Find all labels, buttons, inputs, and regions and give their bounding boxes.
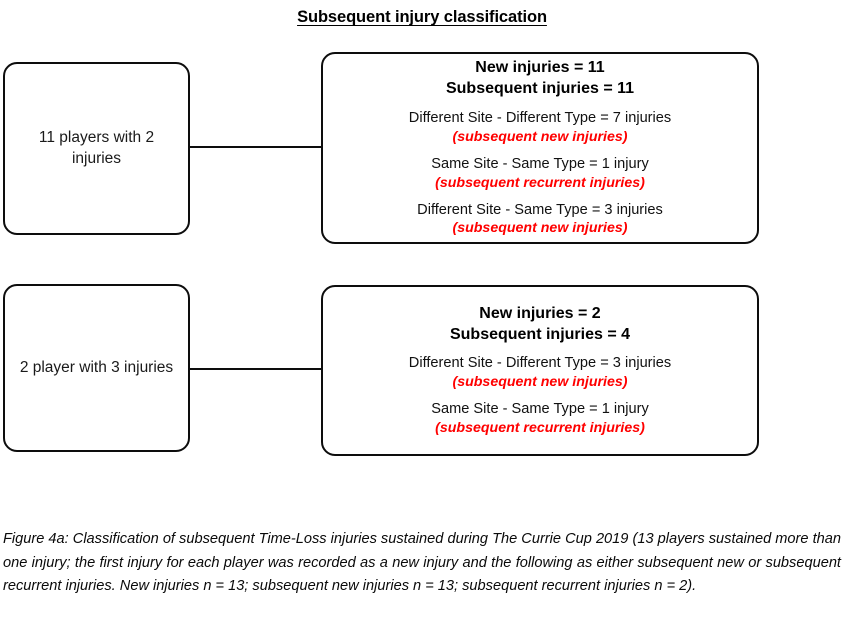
detail-sub-row-1-item-1: (subsequent new injuries) [452, 128, 628, 145]
right-box-headline-row-1: New injuries = 11 Subsequent injuries = … [446, 58, 634, 100]
connector-line-row-2 [189, 368, 322, 370]
left-box-label-row-1: 11 players with 2 injuries [38, 129, 155, 167]
detail-main-row-2-item-2: Same Site - Same Type = 1 injury [431, 401, 649, 418]
detail-main-row-1-item-1: Different Site - Different Type = 7 inju… [408, 110, 672, 127]
left-box-row-1: 11 players with 2 injuries [3, 62, 190, 235]
right-box-row-1: New injuries = 11 Subsequent injuries = … [321, 52, 759, 244]
headline-subsequent-injuries-row-1: Subsequent injuries = 11 [445, 80, 635, 98]
left-box-label-row-2: 2 player with 3 injuries [19, 358, 174, 376]
headline-new-injuries-row-2: New injuries = 2 [479, 304, 601, 322]
detail-group-row-1-item-2: Same Site - Same Type = 1 injury (subseq… [431, 155, 649, 192]
connector-line-row-1 [189, 146, 322, 148]
detail-group-row-1-item-1: Different Site - Different Type = 7 inju… [409, 109, 671, 146]
detail-main-row-1-item-2: Same Site - Same Type = 1 injury [431, 155, 649, 172]
headline-subsequent-injuries-row-2: Subsequent injuries = 4 [449, 325, 631, 343]
detail-main-row-1-item-3: Different Site - Same Type = 3 injuries [417, 201, 663, 218]
detail-group-row-2-item-1: Different Site - Different Type = 3 inju… [409, 354, 671, 391]
detail-sub-row-2-item-2: (subsequent recurrent injuries) [435, 419, 645, 436]
detail-sub-row-1-item-2: (subsequent recurrent injuries) [435, 174, 645, 191]
detail-main-row-2-item-1: Different Site - Different Type = 3 inju… [408, 355, 672, 372]
detail-group-row-2-item-2: Same Site - Same Type = 1 injury (subseq… [431, 400, 649, 437]
detail-group-row-1-item-3: Different Site - Same Type = 3 injuries … [417, 201, 663, 238]
detail-sub-row-2-item-1: (subsequent new injuries) [452, 374, 628, 391]
right-box-headline-row-2: New injuries = 2 Subsequent injuries = 4 [450, 304, 630, 346]
figure-title-text: Subsequent injury classification [297, 8, 547, 26]
detail-sub-row-1-item-3: (subsequent new injuries) [452, 220, 628, 237]
headline-new-injuries-row-1: New injuries = 11 [475, 59, 605, 77]
right-box-row-2: New injuries = 2 Subsequent injuries = 4… [321, 285, 759, 456]
figure-title: Subsequent injury classification [0, 8, 844, 27]
figure-caption: Figure 4a: Classification of subsequent … [3, 531, 841, 595]
left-box-row-2: 2 player with 3 injuries [3, 284, 190, 452]
